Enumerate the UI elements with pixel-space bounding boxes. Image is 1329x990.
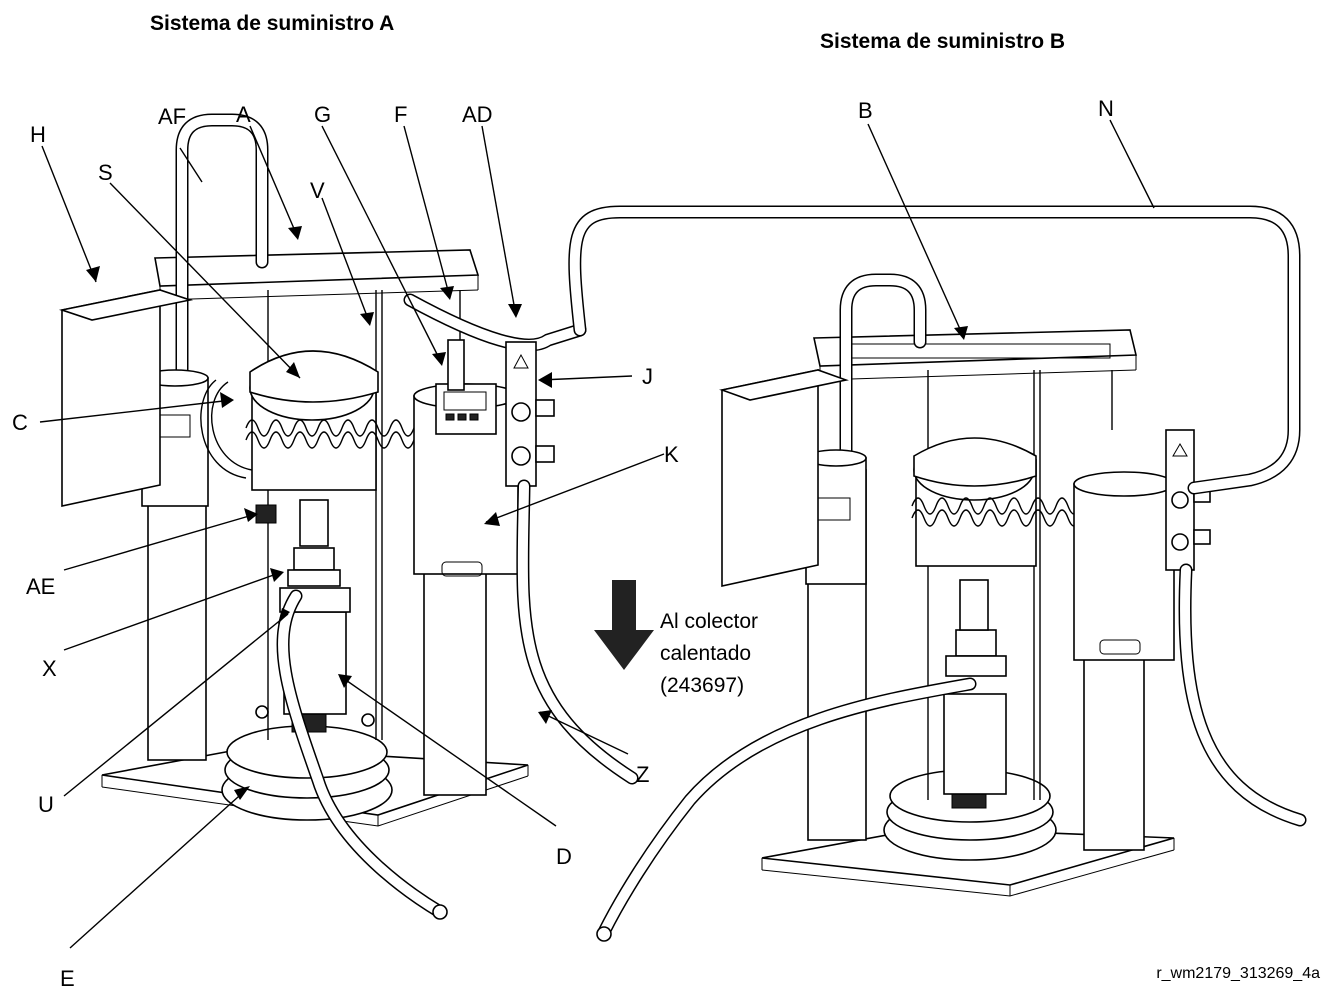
flow-arrow xyxy=(594,580,654,670)
flow-note-line1: Al colector xyxy=(660,610,758,633)
callout-u: U xyxy=(38,792,54,817)
cross-beam-a xyxy=(154,249,480,287)
callout-d: D xyxy=(556,844,572,869)
coil-spring-a xyxy=(245,419,427,449)
flow-note-line3: (243697) xyxy=(660,674,744,697)
leader-lines xyxy=(39,119,1155,949)
callout-z: Z xyxy=(636,762,649,787)
callout-n: N xyxy=(1098,96,1114,121)
supply-system-b xyxy=(596,273,1307,942)
callout-ae: AE xyxy=(26,574,55,599)
callout-k: K xyxy=(664,442,679,467)
callout-g: G xyxy=(314,102,331,127)
title-system-a: Sistema de suministro A xyxy=(150,12,394,35)
callout-b: B xyxy=(858,98,873,123)
callout-a: A xyxy=(236,102,251,127)
callout-f: F xyxy=(394,102,407,127)
callout-v: V xyxy=(310,178,325,203)
callout-h: H xyxy=(30,122,46,147)
ram-column-right-a xyxy=(423,559,487,796)
supply-system-a xyxy=(58,113,654,920)
flow-note-line2: calentado xyxy=(660,642,751,665)
callout-c: C xyxy=(12,410,28,435)
callout-e: E xyxy=(60,966,75,990)
cross-beam-b xyxy=(813,329,1138,367)
callout-x: X xyxy=(42,656,57,681)
control-box-h xyxy=(61,289,161,507)
title-system-b: Sistema de suministro B xyxy=(820,30,1065,53)
callout-s: S xyxy=(98,160,113,185)
figure-id: r_wm2179_313269_4a xyxy=(1156,965,1320,982)
callout-j: J xyxy=(642,364,653,389)
callout-ad: AD xyxy=(462,102,493,127)
callout-af: AF xyxy=(158,104,186,129)
ram-column-left-a xyxy=(147,489,207,761)
